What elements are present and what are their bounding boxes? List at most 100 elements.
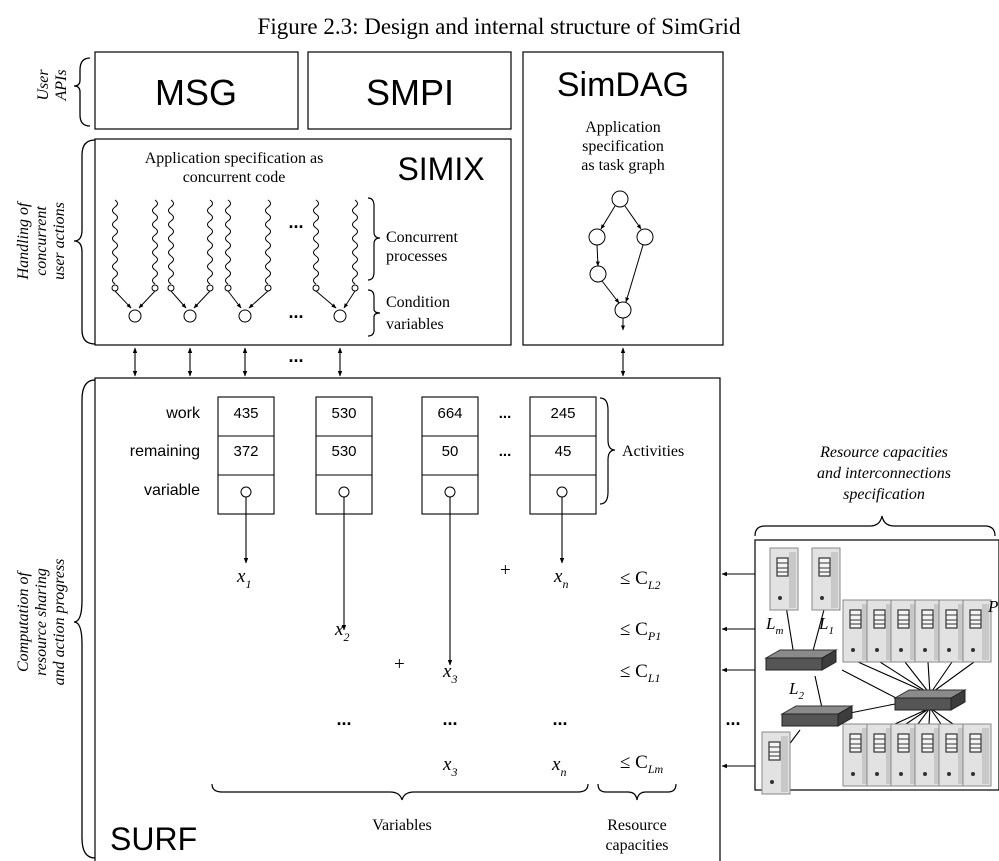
process-arrow — [114, 290, 132, 309]
process-arrow — [193, 290, 211, 309]
layer-label-concurrency-1: Handling of — [15, 200, 32, 280]
process-wave — [207, 199, 213, 285]
msg-box — [94, 51, 299, 130]
equation-system: x1 + xn x2 + x3 x3 xn ≤ CL2 ≤ CP1 ≤ CL1 … — [236, 560, 664, 779]
brace-resource-capacities — [597, 783, 677, 801]
platform-ellipsis: ... — [725, 709, 740, 729]
layer-label-concurrency-3: user actions — [51, 202, 68, 280]
layer-label-user-apis-2: APIs — [53, 69, 70, 101]
process-wave — [225, 199, 231, 285]
process-arrow — [343, 290, 356, 309]
brace-platform — [754, 515, 996, 537]
surf-title: SURF — [110, 821, 197, 857]
activities-ellipsis-2: ... — [499, 443, 512, 460]
process-wave — [112, 199, 118, 285]
condition-variable — [183, 309, 197, 323]
process-end — [351, 284, 359, 292]
cap-lm: ≤ CLm — [620, 752, 664, 776]
condition-variable — [333, 309, 347, 323]
equation-ellipsis-3: ... — [552, 709, 567, 729]
activity-column-3: 664 50 — [421, 396, 479, 515]
equation-ellipsis-1: ... — [336, 709, 351, 729]
simix-ellipsis-3: ... — [288, 346, 303, 366]
platform-title-2: and interconnections — [817, 465, 951, 482]
var-x3-2: x3 — [442, 754, 457, 779]
cap-l2: ≤ CL2 — [620, 568, 661, 592]
plus-sign-2: + — [394, 654, 405, 675]
process-wave — [152, 199, 158, 285]
link-label-l1: L1 — [818, 614, 834, 637]
process-arrow — [170, 290, 187, 309]
smpi-box — [307, 51, 512, 130]
work-value: 530 — [331, 405, 356, 422]
brace-variables — [211, 783, 589, 801]
process-end — [312, 284, 320, 292]
process-pair-1 — [111, 199, 159, 323]
msg-label: MSG — [155, 72, 237, 113]
layer-label-concurrency-2: concurrent — [33, 206, 50, 276]
simix-ellipsis-2: ... — [288, 302, 303, 322]
condition-variable — [238, 309, 252, 323]
simix-spec-1: Application specification as — [145, 150, 324, 167]
work-value: 435 — [233, 405, 258, 422]
layer-label-user-apis-1: User — [35, 69, 52, 101]
capacities-label-2: capacities — [605, 837, 668, 854]
layer-label-computation-3: and action progress — [51, 559, 68, 686]
platform-arrows — [721, 571, 755, 769]
simdag-label: SimDAG — [557, 66, 689, 104]
process-pair-3 — [224, 199, 272, 323]
var-x3-1: x3 — [442, 661, 457, 686]
var-xn-2: xn — [551, 754, 566, 779]
var-x1: x1 — [236, 566, 251, 591]
process-arrow — [138, 290, 156, 309]
activities-ellipsis-1: ... — [499, 405, 512, 422]
host-label-p: P — [987, 597, 998, 616]
variable-arrows — [243, 497, 565, 666]
process-end — [264, 284, 272, 292]
layer-label-computation-1: Computation of — [15, 569, 32, 672]
work-value: 664 — [437, 405, 462, 422]
process-wave — [265, 199, 271, 285]
process-wave — [352, 199, 358, 285]
link-label-l2: L2 — [788, 679, 804, 702]
process-end — [111, 284, 119, 292]
platform-title-1: Resource capacities — [819, 444, 948, 461]
platform-title-3: specification — [843, 486, 925, 503]
capacities-label-1: Resource — [607, 817, 667, 834]
process-wave — [168, 199, 174, 285]
process-end — [151, 284, 159, 292]
activities-label: Activities — [622, 443, 684, 460]
process-arrow — [315, 290, 337, 309]
work-value: 245 — [550, 405, 575, 422]
remaining-value: 372 — [233, 443, 258, 460]
process-pair-2 — [167, 199, 214, 323]
row-label-remaining: remaining — [130, 443, 200, 460]
simix-spec-2: concurrent code — [183, 169, 286, 186]
simix-title: SIMIX — [397, 151, 484, 187]
cap-p1: ≤ CP1 — [620, 619, 661, 643]
brace-user-apis — [73, 57, 91, 127]
layer-label-computation-2: resource sharing — [33, 568, 50, 676]
simdag-spec-3: as task graph — [581, 157, 665, 174]
var-xn-1: xn — [553, 566, 568, 591]
smpi-label: SMPI — [366, 72, 454, 113]
surf-box — [94, 377, 721, 861]
activity-column-4: 245 45 — [529, 396, 597, 515]
link-label-lm: Lm — [765, 614, 783, 637]
activity-column-1: 435 372 — [217, 396, 275, 515]
condition-variable — [128, 309, 142, 323]
simix-ellipsis-1: ... — [288, 212, 303, 232]
process-wave — [313, 199, 319, 285]
figure-caption: Figure 2.3: Design and internal structur… — [258, 14, 741, 39]
row-label-variable: variable — [144, 482, 200, 499]
activity-column-2: 530 530 — [315, 396, 373, 515]
brace-concurrency — [73, 139, 96, 345]
remaining-value: 530 — [331, 443, 356, 460]
processes-label-1: Concurrent — [386, 229, 459, 246]
cap-l1: ≤ CL1 — [620, 661, 661, 685]
equation-ellipsis-2: ... — [442, 709, 457, 729]
simix-surf-arrows — [132, 347, 626, 377]
process-arrow — [248, 290, 269, 309]
simdag-spec-2: specification — [582, 138, 664, 155]
